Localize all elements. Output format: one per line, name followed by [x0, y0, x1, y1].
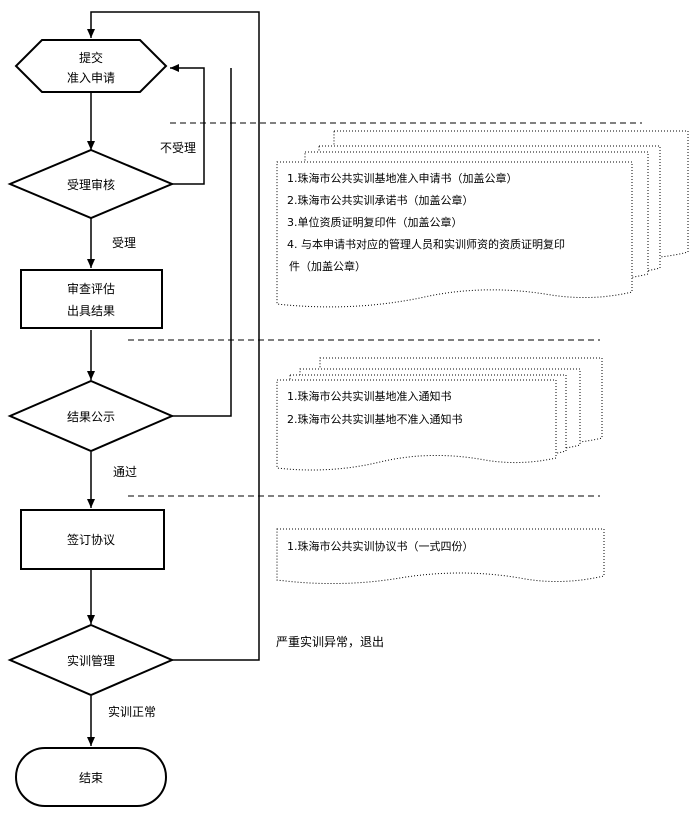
document-1-line-2: 2.珠海市公共实训承诺书（加盖公章） — [287, 193, 474, 207]
node-submit-line1: 提交 — [79, 50, 103, 65]
document-1-line-1: 1.珠海市公共实训基地准入申请书（加盖公章） — [287, 171, 518, 185]
node-sign: 签订协议 — [20, 509, 165, 570]
node-evaluate-line1: 审查评估 — [67, 281, 115, 296]
edge-label-accepted: 受理 — [112, 236, 136, 250]
node-review-label: 受理审核 — [67, 177, 115, 192]
document-1-line-3: 3.单位资质证明复印件（加盖公章） — [287, 215, 463, 229]
edge-abnormal-exit — [87, 11, 260, 661]
edge-label-abnormal-exit: 严重实训异常，退出 — [276, 634, 384, 649]
edge-not-accepted — [170, 64, 205, 185]
edge-label-passed: 通过 — [113, 465, 137, 479]
node-end: 结束 — [15, 747, 167, 807]
edge-publicize-return — [172, 68, 232, 417]
document-1-line-4: 4. 与本申请书对应的管理人员和实训师资的资质证明复印 — [287, 237, 565, 251]
node-evaluate-line2: 出具结果 — [67, 304, 115, 318]
node-publicize: 结果公示 — [7, 379, 175, 453]
document-1-line-5: 件（加盖公章） — [289, 259, 366, 273]
node-publicize-label: 结果公示 — [67, 410, 115, 424]
document-2-line-1: 1.珠海市公共实训基地准入通知书 — [287, 389, 452, 403]
node-end-label: 结束 — [79, 771, 103, 785]
document-stack-2: 1.珠海市公共实训基地准入通知书 2.珠海市公共实训基地不准入通知书 — [276, 357, 603, 471]
node-manage: 实训管理 — [7, 623, 175, 697]
node-review: 受理审核 — [7, 148, 175, 220]
node-evaluate: 审查评估 出具结果 — [20, 269, 163, 329]
document-stack-1: 1.珠海市公共实训基地准入申请书（加盖公章） 2.珠海市公共实训承诺书（加盖公章… — [276, 130, 689, 308]
node-sign-label: 签订协议 — [67, 532, 115, 547]
edge-label-normal: 实训正常 — [108, 704, 156, 719]
document-3-line-1: 1.珠海市公共实训协议书（一式四份） — [287, 539, 474, 553]
document-2-line-2: 2.珠海市公共实训基地不准入通知书 — [287, 412, 463, 426]
document-3: 1.珠海市公共实训协议书（一式四份） — [276, 528, 605, 585]
node-submit: 提交 准入申请 — [14, 39, 168, 93]
node-submit-line2: 准入申请 — [67, 71, 115, 85]
edge-label-not-accepted: 不受理 — [160, 141, 196, 155]
node-manage-label: 实训管理 — [67, 653, 115, 668]
